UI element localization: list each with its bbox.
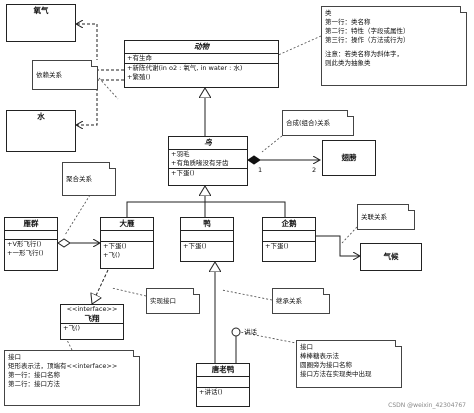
note-dependency-text: 依赖关系 [36, 71, 62, 79]
class-donald-duck[interactable]: 唐老鸭 +讲话() [196, 363, 250, 407]
class-donald-op-0: +讲话() [199, 388, 223, 396]
watermark: CSDN @weixin_42304767 [388, 402, 466, 409]
note-corner-icon [133, 350, 140, 357]
note-aggregation-text: 聚合关系 [66, 175, 92, 183]
class-water-name: 水 [37, 112, 45, 121]
dependency-line-water [76, 79, 124, 125]
class-penguin-name: 企鹅 [281, 219, 297, 228]
class-goose-name: 大雁 [119, 219, 135, 228]
class-duck-op-0: +下蛋() [183, 242, 207, 250]
note-corner-icon [91, 60, 98, 67]
note-class-line-1: 第一行：类名称 [325, 18, 371, 26]
association-line [316, 235, 360, 256]
aggregation-diamond [57, 238, 71, 248]
class-water[interactable]: 水 [6, 110, 76, 152]
note-interface-line-0: 接口 [8, 353, 21, 361]
interface-fly-stereotype: <<interface>> [66, 305, 118, 313]
note-class-line-2: 第二行：特性（字段或属性） [325, 27, 410, 35]
class-wing-name: 翅膀 [341, 153, 357, 162]
note-lollipop-line-2: 圆圈旁为接口名称 [300, 361, 352, 369]
class-animal-attr-0: +有生命 [127, 54, 152, 62]
class-wing[interactable]: 翅膀 [322, 140, 376, 176]
note-class-line-0: 类 [325, 9, 332, 17]
class-donald-name: 唐老鸭 [211, 365, 235, 374]
class-goose-op-0: +下蛋() [103, 242, 127, 250]
note-association-text: 关联关系 [361, 213, 387, 221]
interface-fly-op-0: +飞() [63, 324, 81, 332]
class-goose-op-1: +飞() [103, 251, 121, 259]
note-corner-icon [109, 162, 116, 169]
class-animal-op-0: +新陈代谢(in o2 : 氧气, in water : 水) [127, 64, 243, 72]
note-realization: 实现接口 [146, 288, 200, 314]
note-link-association [341, 226, 358, 244]
interface-fly-name: 飞翔 [84, 314, 100, 323]
class-duck[interactable]: 鸭 +下蛋() [180, 217, 234, 262]
class-geese-op-1: +一形飞行() [7, 249, 44, 257]
class-bird[interactable]: 鸟 +羽毛 +有角质喙没有牙齿 +下蛋() [168, 136, 248, 186]
note-realization-text: 实现接口 [150, 297, 176, 305]
inheritance-tree [126, 201, 286, 217]
note-lollipop-line-3: 接口方法在实现类中出现 [300, 370, 372, 378]
class-goose[interactable]: 大雁 +下蛋() +飞() [100, 217, 154, 269]
note-inheritance: 继承关系 [272, 288, 330, 314]
class-bird-attr-0: +羽毛 [171, 150, 190, 158]
class-animal-name: 动物 [194, 42, 209, 51]
class-geese-op-0: +V形飞行() [7, 240, 42, 248]
note-link-class [275, 35, 322, 57]
note-lollipop-line-1: 棒棒糖表示法 [300, 352, 339, 360]
class-geese[interactable]: 雁群 +V形飞行() +一形飞行() [4, 217, 58, 271]
note-corner-icon [347, 110, 354, 117]
class-penguin-op-0: +下蛋() [265, 242, 289, 250]
class-climate-name: 气候 [383, 252, 399, 261]
note-interface-line-2: 第一行：接口名称 [8, 371, 60, 379]
note-class-line-6: 则此类为抽象类 [325, 59, 371, 67]
lollipop-label: 讲话 [244, 328, 257, 336]
note-class-line-3: 第三行：操作（方法或行为） [325, 36, 410, 44]
class-oxygen-name: 氧气 [33, 6, 49, 15]
class-duck-name: 鸭 [203, 219, 211, 228]
note-link-inheritance [221, 289, 273, 301]
note-link-composition [261, 135, 283, 153]
note-corner-icon [460, 6, 467, 13]
note-composition-text: 合成(组合)关系 [286, 119, 331, 127]
note-interface-line-3: 第二行：接口方法 [8, 380, 60, 388]
note-corner-icon [408, 204, 415, 211]
class-bird-op-0: +下蛋() [171, 169, 195, 177]
lollipop-circle [231, 327, 241, 337]
note-link-lollipop [239, 331, 307, 346]
note-lollipop-line-0: 接口 [300, 343, 313, 351]
multiplicity-one: 1 [258, 166, 263, 174]
note-class-line-5: 注意：若类名称为斜体字， [325, 50, 403, 58]
class-geese-name: 雁群 [23, 219, 39, 228]
note-interface: 接口 矩形表示法，顶端有<<interface>> 第一行：接口名称 第二行：接… [4, 350, 140, 406]
composition-diamond [247, 155, 261, 165]
realization-line [92, 269, 109, 304]
class-bird-attr-1: +有角质喙没有牙齿 [171, 159, 229, 167]
note-link-aggregation [64, 194, 91, 236]
note-dependency: 依赖关系 [32, 60, 98, 90]
note-aggregation: 聚合关系 [62, 162, 116, 196]
note-association: 关联关系 [357, 204, 415, 230]
dependency-line-oxygen [76, 24, 124, 71]
note-interface-line-1: 矩形表示法，顶端有<<interface>> [8, 362, 118, 370]
note-class: 类 第一行：类名称 第二行：特性（字段或属性） 第三行：操作（方法或行为） 注意… [321, 6, 467, 86]
note-corner-icon [323, 288, 330, 295]
class-animal[interactable]: 动物 +有生命 +新陈代谢(in o2 : 氧气, in water : 水) … [124, 40, 279, 88]
note-link-realization [111, 287, 147, 297]
class-bird-name: 鸟 [204, 138, 212, 147]
note-lollipop: 接口 棒棒糖表示法 圆圈旁为接口名称 接口方法在实现类中出现 [296, 340, 402, 388]
note-link-dependency [98, 77, 119, 100]
class-penguin[interactable]: 企鹅 +下蛋() [262, 217, 316, 262]
note-corner-icon [193, 288, 200, 295]
class-oxygen[interactable]: 氧气 [6, 4, 76, 42]
class-climate[interactable]: 气候 [360, 243, 422, 271]
multiplicity-two: 2 [312, 166, 317, 174]
class-animal-op-1: +繁殖() [127, 73, 151, 81]
note-corner-icon [395, 340, 402, 347]
note-composition: 合成(组合)关系 [282, 110, 354, 136]
interface-fly[interactable]: <<interface>> 飞翔 +飞() [60, 304, 124, 340]
note-inheritance-text: 继承关系 [276, 297, 302, 305]
